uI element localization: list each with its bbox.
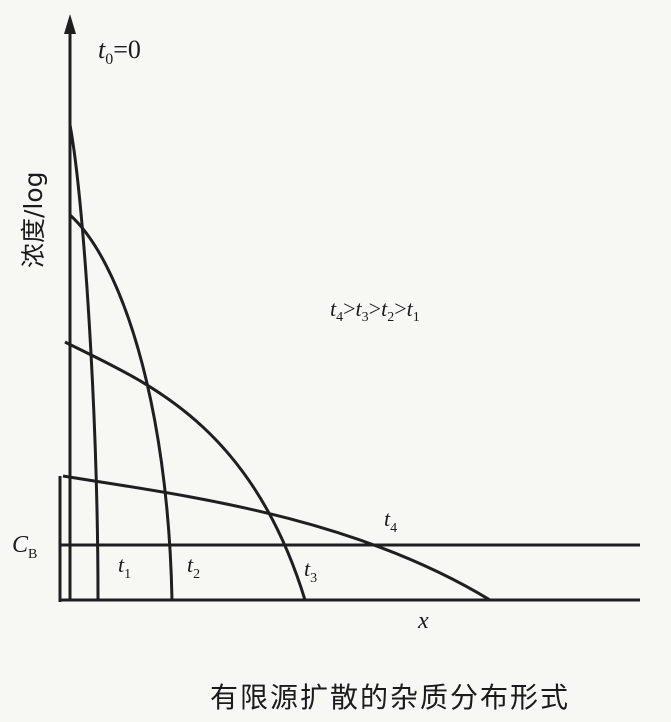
curve-t3	[64, 340, 307, 601]
curve-label-t1: t1	[118, 552, 131, 582]
ordering-note: t4>t3>t2>t1	[330, 296, 420, 325]
figure-caption: 有限源扩散的杂质分布形式	[210, 681, 571, 714]
curve-t4	[62, 474, 491, 602]
t0-sub: 0	[105, 51, 113, 68]
background-level-label: CB	[12, 532, 37, 562]
x-axis-label: x	[417, 608, 429, 634]
curve-label-t4: t4	[384, 506, 397, 536]
curve-label-t3: t3	[304, 556, 317, 586]
t0-rest: =0	[113, 35, 141, 64]
curve-t1	[68, 124, 100, 601]
curve-label-t2: t2	[187, 552, 200, 582]
curve-t2	[68, 213, 174, 601]
y-axis-arrow	[64, 14, 76, 34]
t0-t: t	[98, 35, 106, 64]
y-axis-label: 浓度/log	[19, 171, 48, 268]
t0-label: t0=0	[98, 35, 141, 68]
